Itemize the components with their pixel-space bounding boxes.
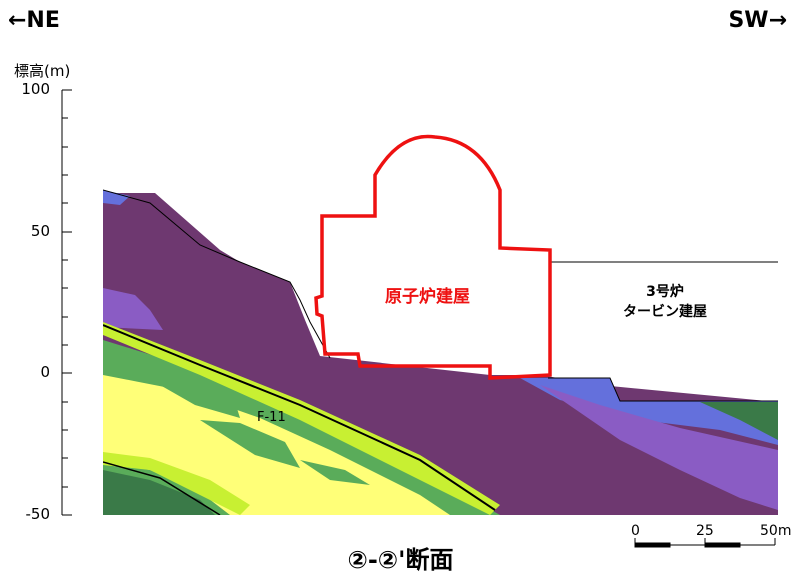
green-lens-1 (200, 420, 300, 468)
turbine-building-label-line2: タービン建屋 (623, 304, 707, 320)
y-tick-label: 0 (40, 363, 50, 381)
ground-surface-line (103, 189, 331, 359)
direction-ne-label: ←NE (8, 8, 60, 33)
turbine-building-label: 3号炉 タービン建屋 (600, 282, 730, 322)
green-lens-2 (160, 385, 240, 418)
stratum-blue-purple-right (520, 378, 778, 445)
turbine-building-label-line1: 3号炉 (646, 284, 684, 300)
green-lens-3 (300, 460, 370, 485)
stratum-dark-green-right (700, 402, 778, 440)
stratum-dark-green-lower (103, 470, 215, 515)
fault-line-f11 (103, 324, 496, 511)
scale-label-50m: 50m (760, 523, 792, 539)
direction-sw-label: SW→ (728, 8, 787, 33)
fault-f11-label: F-11 (257, 410, 286, 425)
stratum-lime-band (103, 322, 500, 515)
y-tick-label: 100 (21, 80, 50, 98)
stratum-mid-purple-left (103, 288, 163, 330)
turbine-building-foundation (548, 377, 778, 402)
reactor-building-outline (314, 134, 552, 380)
reactor-building-label: 原子炉建屋 (385, 287, 470, 307)
y-tick-label: 50 (30, 222, 50, 240)
section-title: ②-②'断面 (347, 546, 454, 574)
boundary-line-lower (103, 461, 221, 515)
y-tick-label: -50 (25, 505, 51, 523)
y-axis (61, 89, 72, 516)
stratum-lime-lower (103, 452, 250, 515)
stratum-mid-purple-right (540, 385, 778, 510)
strata-layers (103, 189, 778, 515)
scale-bar (634, 538, 776, 548)
y-axis-title: 標高(m) (14, 62, 71, 80)
stratum-blue-purple (103, 190, 130, 205)
scale-label-0: 0 (631, 523, 640, 539)
scale-label-25: 25 (696, 523, 714, 539)
